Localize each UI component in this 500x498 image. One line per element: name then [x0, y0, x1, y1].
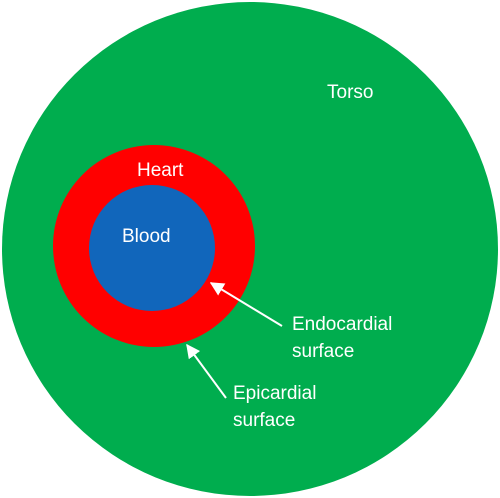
epicardial-arrow: [186, 343, 227, 399]
heart-label: Heart: [137, 160, 184, 181]
endocardial-label-line2: surface: [292, 341, 354, 362]
blood-region: [89, 185, 215, 311]
endocardial-label: Endocardial: [292, 314, 392, 335]
torso-label: Torso: [327, 82, 373, 103]
epicardial-label-line2: surface: [233, 410, 295, 431]
endocardial-arrow: [209, 282, 283, 327]
blood-label: Blood: [122, 226, 171, 247]
epicardial-label: Epicardial: [233, 383, 316, 404]
